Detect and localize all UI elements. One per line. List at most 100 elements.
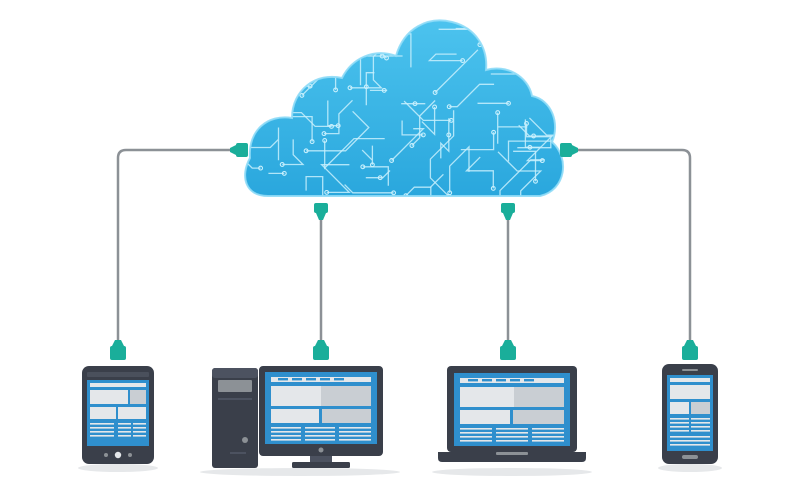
circuit-node: [527, 144, 533, 150]
circuit-trace: [361, 145, 374, 165]
circuit-node: [522, 72, 528, 78]
circuit-node: [321, 131, 327, 137]
circuit-node: [446, 104, 452, 110]
circuit-trace: [464, 156, 494, 189]
circuit-trace: [411, 100, 436, 146]
circuit-trace: [282, 139, 305, 166]
circuit-trace: [518, 124, 555, 137]
circuit-node: [578, 62, 582, 66]
circuit-trace: [528, 101, 564, 136]
smartphone-home-button: [682, 455, 698, 459]
circuit-node: [389, 158, 395, 163]
circuit-trace: [245, 26, 263, 54]
circuit-trace: [449, 83, 495, 108]
circuit-node: [409, 143, 415, 148]
circuit-trace: [405, 186, 432, 197]
circuit-trace: [337, 20, 354, 38]
circuit-node: [460, 58, 466, 64]
circuit-node: [420, 132, 426, 138]
circuit-node: [524, 121, 529, 126]
circuit-node: [384, 55, 389, 61]
device-shadows: [78, 464, 722, 476]
circuit-node: [377, 175, 383, 181]
laptop-icon: [438, 366, 586, 462]
circuit-trace: [434, 49, 479, 93]
circuit-node: [347, 85, 353, 91]
cloud-circuit-icon: [244, 11, 582, 226]
circuit-trace: [306, 110, 370, 152]
circuit-node: [550, 53, 556, 59]
circuit-trace: [419, 173, 444, 197]
circuit-trace: [507, 140, 564, 162]
circuit-node: [539, 158, 545, 164]
circuit-node: [541, 81, 547, 86]
network-cables: [116, 148, 692, 346]
tablet-home-button: [114, 451, 122, 459]
circuit-trace: [262, 64, 287, 91]
circuit-trace: [427, 53, 463, 62]
circuit-node: [279, 162, 285, 167]
circuit-trace: [344, 184, 394, 194]
connector-cloud-bottom-right: [501, 203, 515, 220]
circuit-node: [360, 164, 366, 170]
circuit-trace: [491, 20, 511, 57]
desktop-computer-icon: [212, 366, 383, 468]
circuit-node: [281, 170, 287, 176]
circuit-node: [303, 148, 309, 154]
connector-laptop: [500, 340, 516, 360]
circuit-trace: [421, 107, 436, 136]
circuit-trace: [378, 28, 395, 57]
circuit-node: [333, 87, 339, 93]
circuit-trace: [524, 119, 541, 148]
circuit-node: [559, 108, 564, 114]
circuit-trace: [460, 132, 495, 151]
laptop-base: [438, 452, 586, 462]
circuit-node: [447, 190, 453, 196]
circuit-node: [309, 139, 315, 145]
connector-cloud-left: [230, 143, 248, 157]
circuit-node: [381, 87, 387, 93]
circuit-trace: [449, 145, 470, 193]
circuit-node: [299, 92, 305, 98]
circuit-trace: [324, 137, 385, 170]
circuit-node: [506, 100, 511, 106]
circuit-node: [335, 29, 340, 35]
cable-connectors: [110, 143, 698, 360]
circuit-node: [329, 123, 334, 129]
connector-cloud-right: [560, 143, 578, 157]
circuit-node: [507, 24, 513, 30]
cable-to-smartphone: [572, 148, 692, 346]
circuit-node: [391, 190, 397, 196]
cable-to-tablet: [116, 148, 238, 346]
circuit-trace: [305, 175, 324, 197]
circuit-node: [564, 125, 568, 129]
circuit-node: [369, 162, 375, 168]
circuit-node: [297, 29, 303, 35]
tablet-icon: [82, 366, 154, 464]
circuit-node: [406, 21, 412, 26]
circuit-node: [306, 11, 310, 15]
circuit-trace: [403, 100, 452, 122]
circuit-trace: [440, 118, 450, 159]
smartphone-icon: [662, 364, 718, 464]
circuit-node: [322, 138, 328, 143]
circuit-node: [448, 117, 454, 123]
circuit-node: [379, 40, 384, 46]
circuit-node: [432, 90, 438, 95]
circuit-node: [427, 222, 431, 226]
circuit-node: [491, 129, 497, 135]
circuit-trace: [497, 112, 528, 144]
circuit-trace: [298, 55, 308, 85]
circuit-trace: [259, 54, 282, 71]
circuit-node: [446, 132, 452, 138]
circuit-node: [393, 31, 399, 37]
circuit-node: [335, 123, 341, 129]
circuit-trace: [429, 110, 455, 197]
circuit-trace: [499, 159, 545, 197]
circuit-node: [533, 178, 538, 184]
circuit-trace: [391, 128, 425, 161]
circuit-node: [258, 165, 264, 171]
circuit-trace: [320, 164, 351, 194]
circuit-trace: [248, 127, 280, 161]
